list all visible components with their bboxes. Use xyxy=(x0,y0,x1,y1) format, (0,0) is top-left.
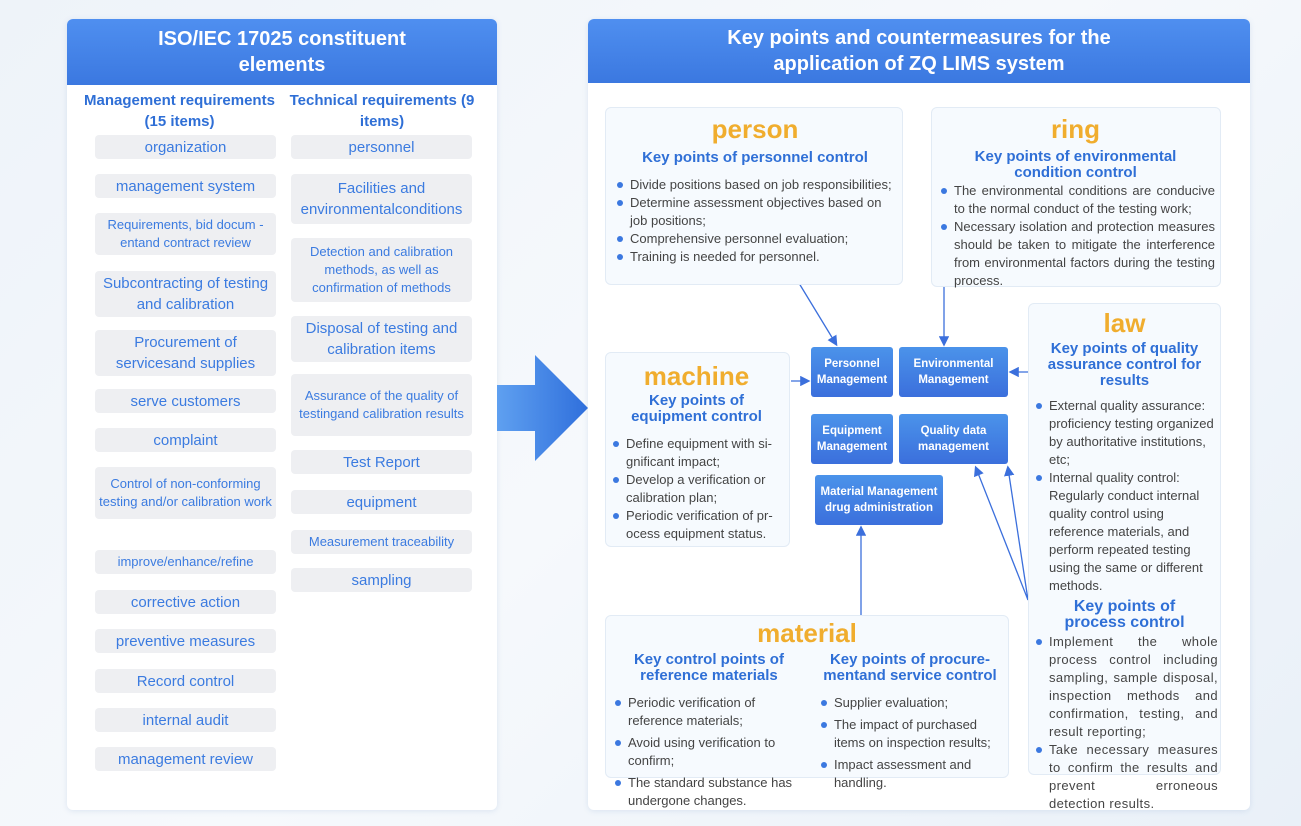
management-item: Procurement of servicesand supplies xyxy=(95,330,276,376)
bullet-item: The environmental conditions are conduci… xyxy=(936,182,1215,218)
management-item: management system xyxy=(95,174,276,198)
reference-list: Periodic verification of reference mater… xyxy=(610,694,808,810)
technical-item: Facilities and environmentalconditions xyxy=(291,174,472,224)
lims-title: Key points and countermeasures for the a… xyxy=(588,19,1250,83)
process-list: Implement the whole process control incl… xyxy=(1031,633,1218,813)
reference-subtitle: Key control points of reference material… xyxy=(633,651,784,684)
management-item: preventive measures xyxy=(95,629,276,653)
management-item: internal audit xyxy=(95,708,276,732)
management-item: management review xyxy=(95,747,276,771)
bullet-item: Supplier evaluation; xyxy=(816,694,1004,712)
bullet-item: Determine assessment objectives based on… xyxy=(612,194,898,230)
material-title: material xyxy=(757,618,857,648)
management-item: Record control xyxy=(95,669,276,693)
quality-data-module[interactable]: Quality data management xyxy=(899,414,1008,464)
management-header: Management requirements (15 items) xyxy=(84,92,275,130)
technical-item: Measurement traceability xyxy=(291,530,472,554)
law-title: law xyxy=(1103,308,1146,338)
bullet-item: The standard substance has undergone cha… xyxy=(610,774,808,810)
person-subtitle: Key points of personnel control xyxy=(642,149,868,166)
management-item: organization xyxy=(95,135,276,159)
personnel-management-module[interactable]: Personnel Management xyxy=(811,347,893,397)
bullet-item: Take necessary measures to confirm the r… xyxy=(1031,741,1218,813)
ring-subtitle: Key points of environmental condition co… xyxy=(974,148,1177,181)
technical-item: Assurance of the quality of testingand c… xyxy=(291,374,472,436)
management-item: Control of non-conforming testing and/or… xyxy=(95,467,276,519)
law-list: External quality assurance: proficiency … xyxy=(1031,397,1218,595)
law-subtitle: Key points of quality assurance control … xyxy=(1047,340,1202,389)
bullet-item: Impact assessment and handling. xyxy=(816,756,1004,792)
bullet-item: Periodic verification of pr- ocess equip… xyxy=(608,507,785,543)
iso-title: ISO/IEC 17025 constituent elements xyxy=(67,19,497,85)
ring-card: ring Key points of environmental conditi… xyxy=(931,107,1221,290)
machine-subtitle: Key points of equipment control xyxy=(631,392,762,425)
bullet-item: Training is needed for personnel. xyxy=(612,248,898,266)
bullet-item: The impact of purchased items on inspect… xyxy=(816,716,1004,752)
right-arrow-icon xyxy=(497,355,588,461)
material-management-module[interactable]: Material Management drug administration xyxy=(815,475,943,525)
bullet-item: Divide positions based on job responsibi… xyxy=(612,176,898,194)
bullet-item: Implement the whole process control incl… xyxy=(1031,633,1218,741)
law-card: law Key points of quality assurance cont… xyxy=(1028,303,1221,811)
technical-item: equipment xyxy=(291,490,472,514)
management-item: corrective action xyxy=(95,590,276,614)
machine-list: Define equipment with si- gnificant impa… xyxy=(608,435,785,543)
bullet-item: External quality assurance: proficiency … xyxy=(1031,397,1218,469)
equipment-management-module[interactable]: Equipment Management xyxy=(811,414,893,464)
management-item: Requirements, bid docum -entand contract… xyxy=(95,213,276,255)
procurement-list: Supplier evaluation; The impact of purcha… xyxy=(816,694,1004,792)
bullet-item: Define equipment with si- gnificant impa… xyxy=(608,435,785,471)
management-item: Subcontracting of testing and calibratio… xyxy=(95,271,276,317)
management-item: complaint xyxy=(95,428,276,452)
bullet-item: Avoid using verification to confirm; xyxy=(610,734,808,770)
technical-item: sampling xyxy=(291,568,472,592)
technical-item: Test Report xyxy=(291,450,472,474)
process-subtitle: Key points of process control xyxy=(1064,598,1185,631)
person-title: person xyxy=(711,114,799,144)
machine-card: machine Key points of equipment control … xyxy=(605,352,790,547)
ring-list: The environmental conditions are conduci… xyxy=(936,182,1215,290)
management-item: improve/enhance/refine xyxy=(95,550,276,574)
technical-header: Technical requirements (9 items) xyxy=(289,92,475,130)
bullet-item: Develop a verification or calibration pl… xyxy=(608,471,785,507)
bullet-item: Necessary isolation and protection measu… xyxy=(936,218,1215,290)
person-list: Divide positions based on job responsibi… xyxy=(612,176,898,266)
bullet-item: Internal quality control: Regularly cond… xyxy=(1031,469,1218,595)
ring-title: ring xyxy=(1050,114,1101,144)
technical-item: Disposal of testing and calibration item… xyxy=(291,316,472,362)
technical-item: Detection and calibration methods, as we… xyxy=(291,238,472,302)
bullet-item: Comprehensive personnel evaluation; xyxy=(612,230,898,248)
person-card: person Key points of personnel control D… xyxy=(605,107,903,285)
technical-item: personnel xyxy=(291,135,472,159)
management-item: serve customers xyxy=(95,389,276,413)
material-card: material Key control points of reference… xyxy=(605,615,1009,808)
machine-title: machine xyxy=(643,361,750,391)
bullet-item: Periodic verification of reference mater… xyxy=(610,694,808,730)
procurement-subtitle: Key points of procure- mentand service c… xyxy=(823,651,997,684)
environmental-management-module[interactable]: Environmental Management xyxy=(899,347,1008,397)
